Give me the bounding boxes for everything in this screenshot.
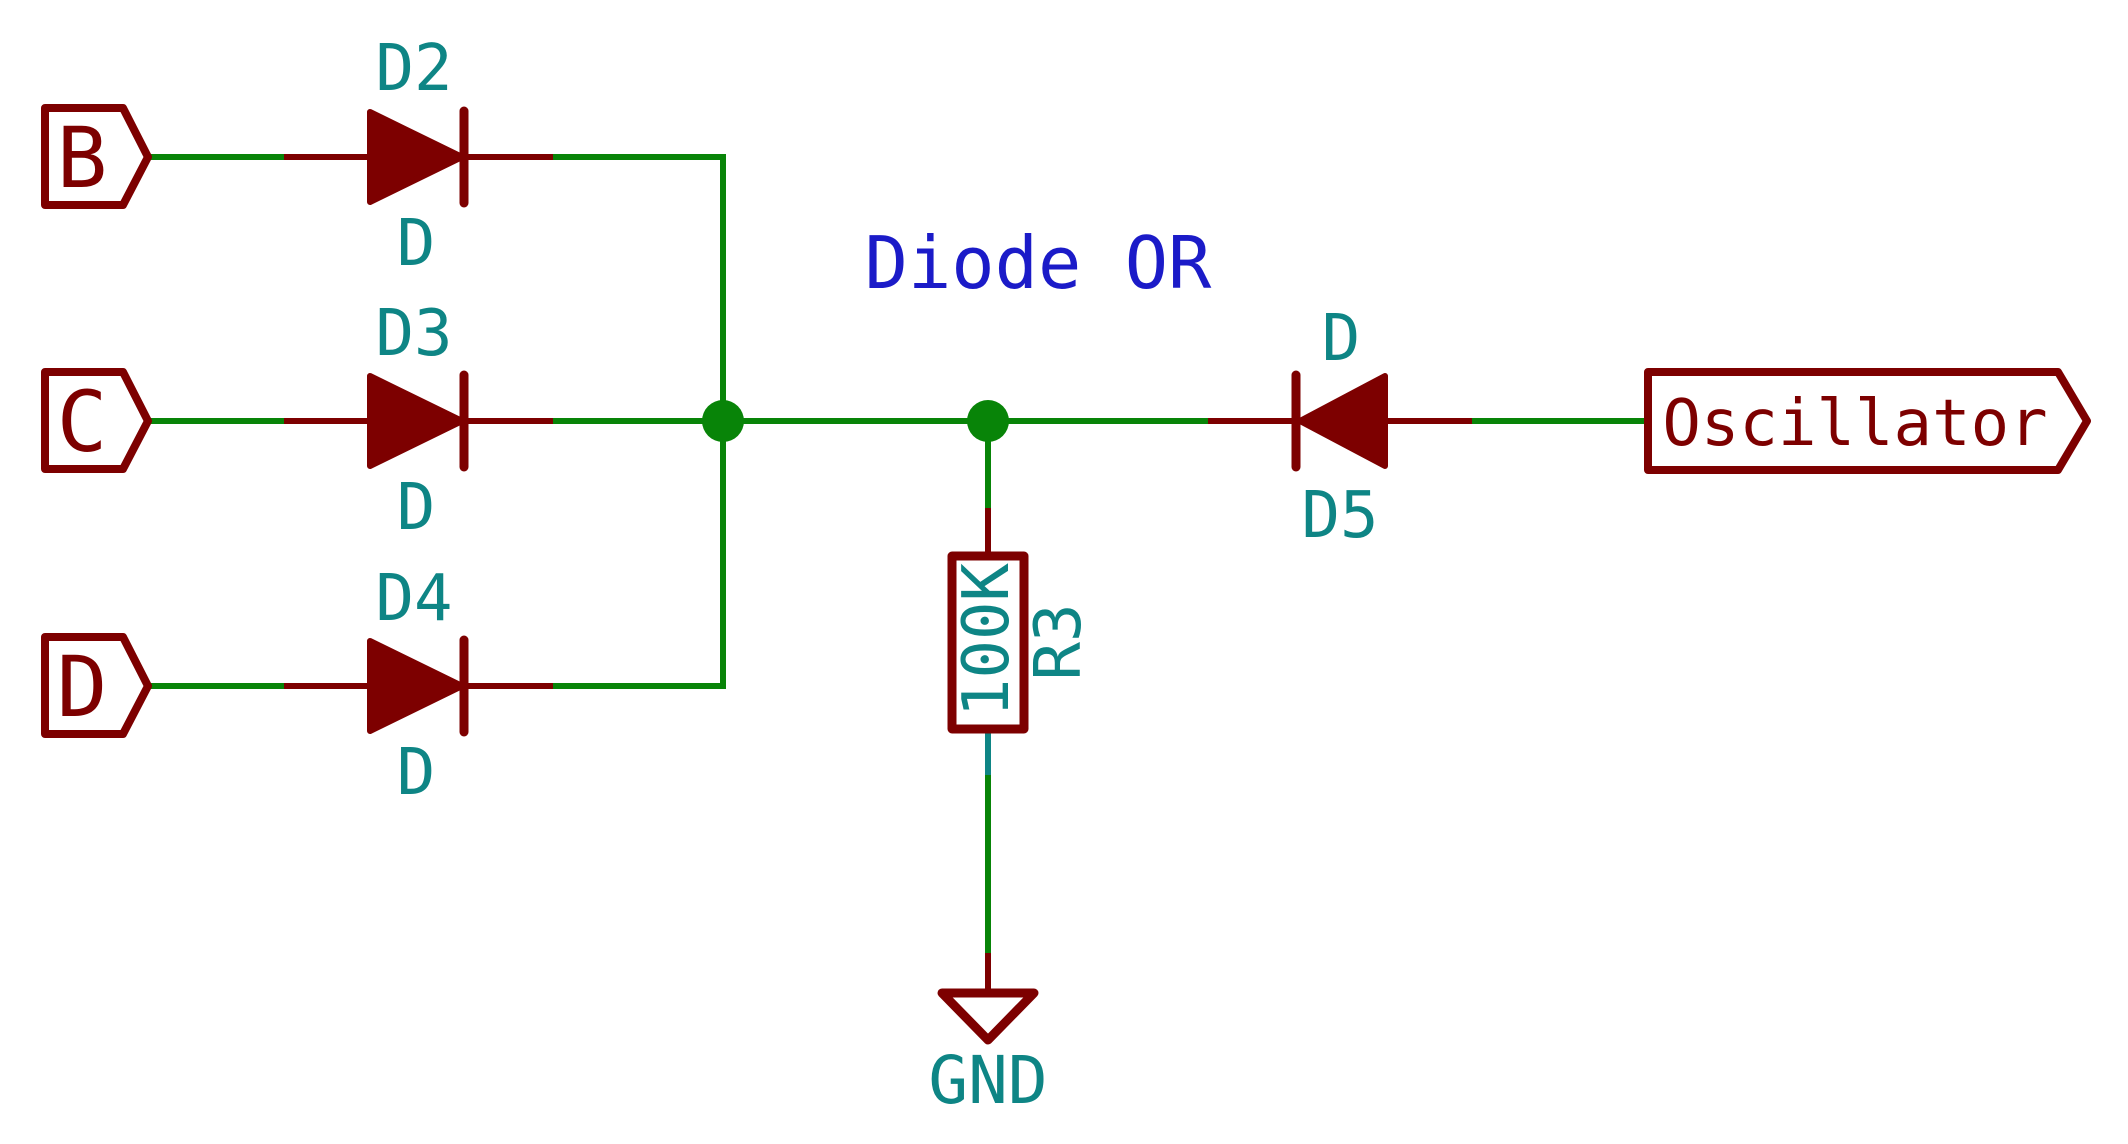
- input-label-c: C: [41, 368, 152, 473]
- junction-dot-left: [702, 400, 744, 442]
- d4-reference: D4: [375, 562, 452, 636]
- d2-reference: D2: [375, 32, 452, 106]
- d5-triangle: [1297, 373, 1388, 469]
- pins: [284, 154, 1472, 993]
- gnd-triangle: [937, 988, 1039, 1045]
- d2-value: D: [397, 207, 436, 281]
- input-label-b: B: [41, 104, 152, 209]
- oscillator-label: Oscillator: [1644, 368, 2091, 474]
- label-c-shape: [41, 368, 152, 473]
- label-c-text: C: [57, 373, 108, 471]
- d4-triangle: [367, 638, 465, 734]
- label-b-shape: [41, 104, 152, 209]
- junction-dot-right: [967, 400, 1009, 442]
- r3-body: [947, 551, 1029, 734]
- d3-value: D: [397, 471, 436, 545]
- label-d-text: D: [57, 638, 108, 736]
- diode-d5: D D5: [1291, 302, 1388, 553]
- note-diode-or: Diode OR: [865, 221, 1212, 305]
- d4-value: D: [397, 736, 436, 810]
- d5-reference: D5: [1301, 479, 1378, 553]
- d3-reference: D3: [375, 297, 452, 371]
- oscillator-text: Oscillator: [1662, 387, 2047, 461]
- diode-d3: D3 D: [367, 297, 469, 545]
- d5-value: D: [1322, 302, 1361, 376]
- oscillator-shape: [1644, 368, 2091, 474]
- label-b-text: B: [57, 109, 108, 207]
- input-label-d: D: [41, 633, 152, 738]
- gnd-symbol: GND: [928, 988, 1048, 1119]
- diode-d4: D4 D: [367, 562, 469, 810]
- r3-reference: R3: [1022, 603, 1096, 680]
- d2-triangle: [367, 109, 465, 205]
- wires: [150, 154, 1650, 953]
- gnd-label: GND: [928, 1042, 1047, 1119]
- label-d-shape: [41, 633, 152, 738]
- d3-triangle: [367, 373, 465, 469]
- resistor-r3: 100K R3: [947, 551, 1096, 734]
- diode-d2: D2 D: [367, 32, 469, 281]
- r3-value: 100K: [950, 562, 1024, 717]
